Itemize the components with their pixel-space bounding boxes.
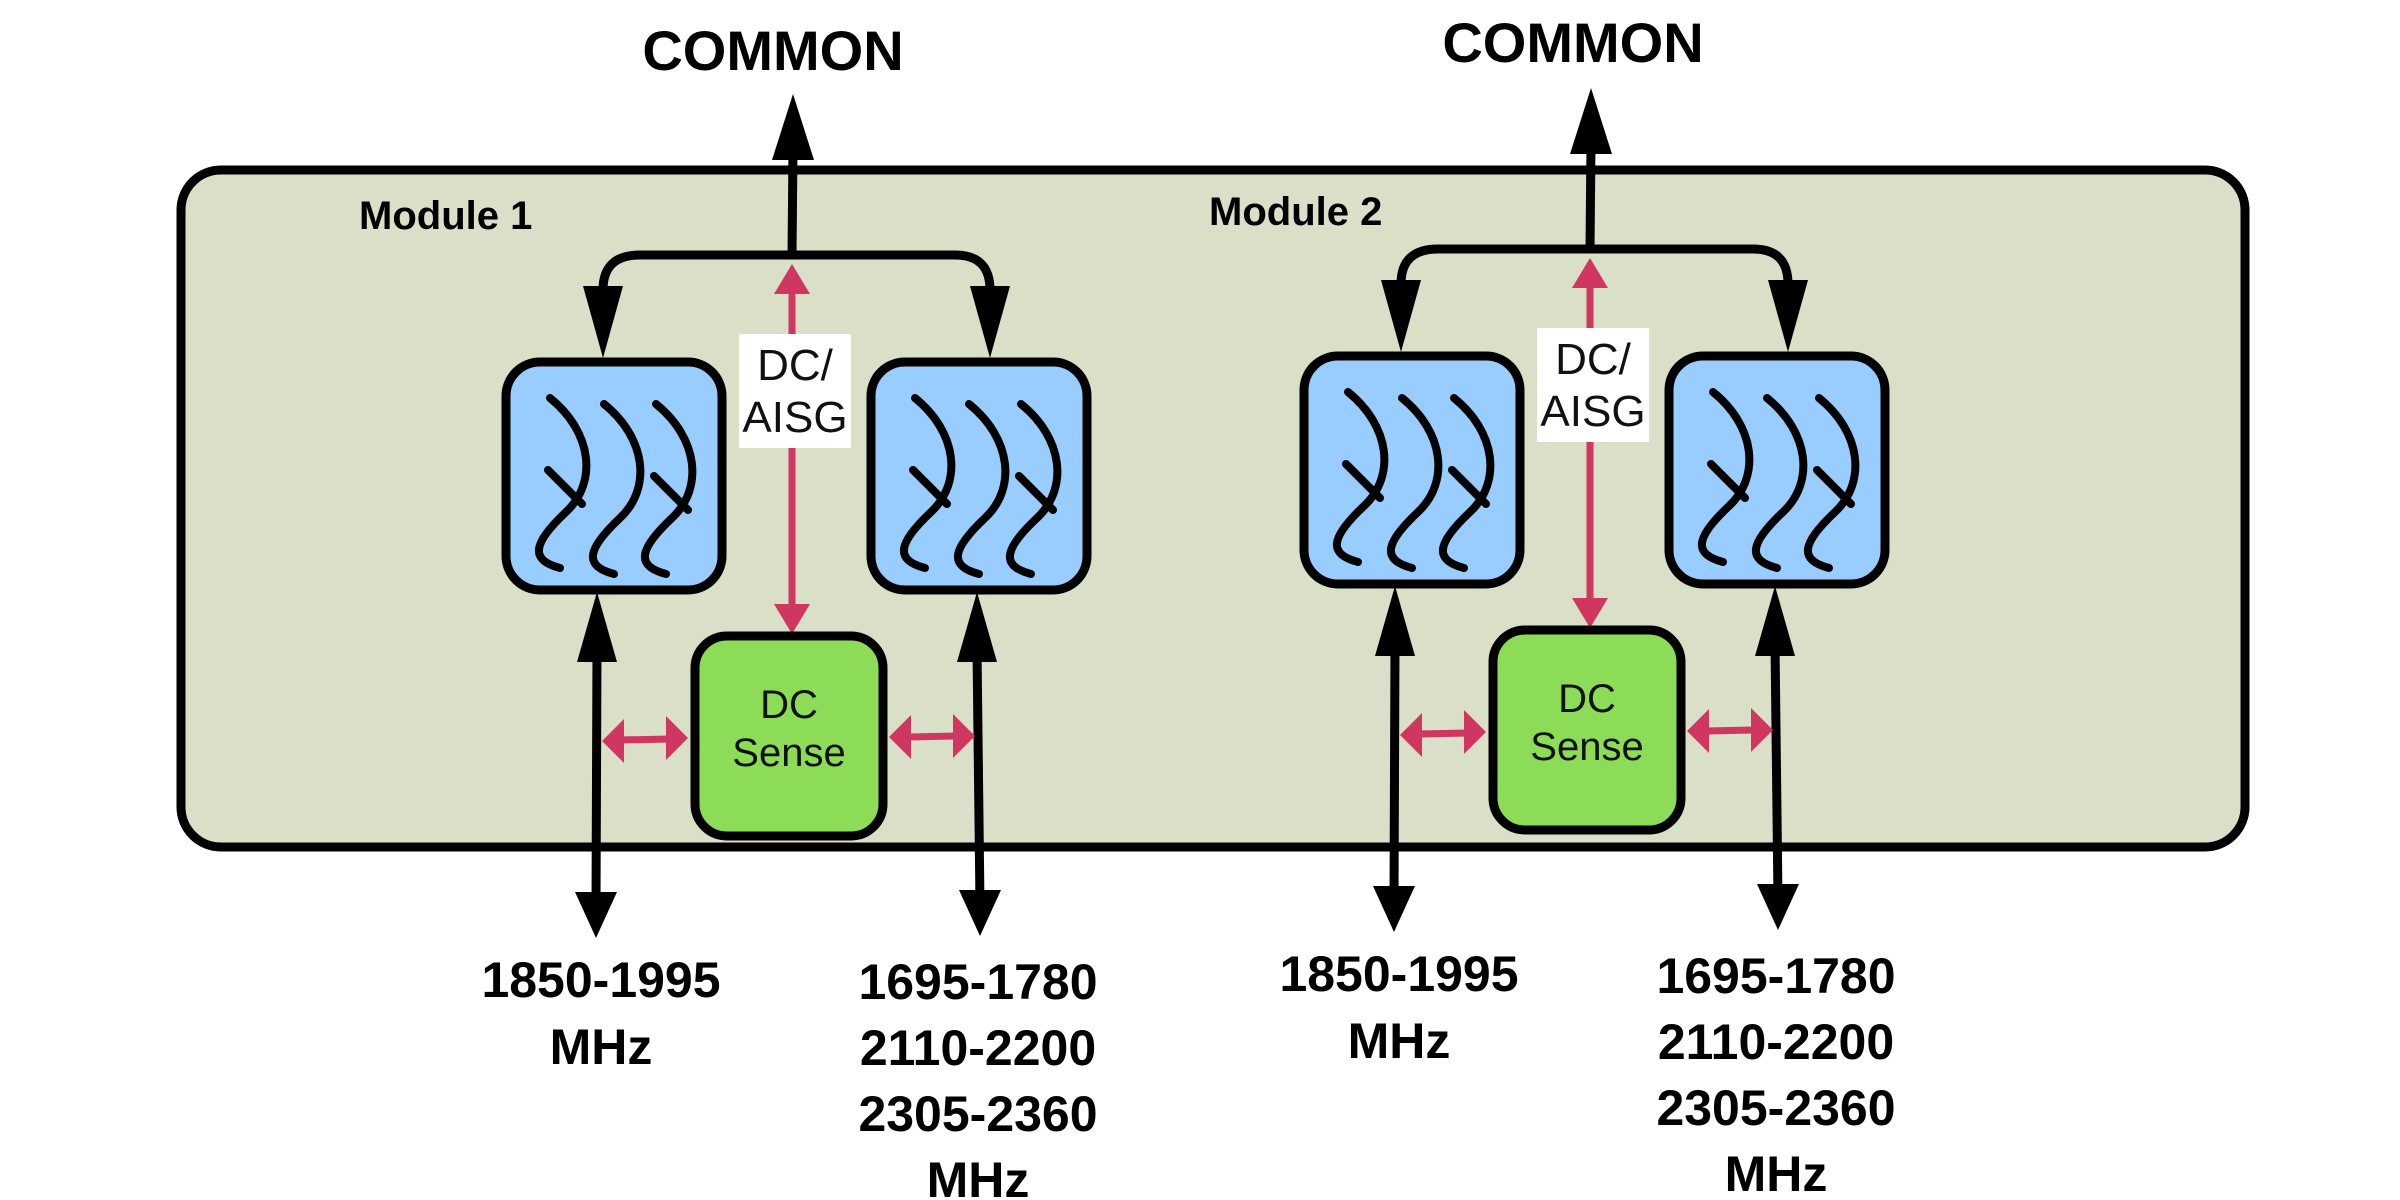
left-port-frequency-label: 1850-1995 [1279,946,1518,1002]
pink-arrow-right-icon [1464,710,1486,754]
dc-sense-box [1488,625,1686,835]
right-port-frequency-label: 1695-1780 [858,954,1097,1010]
bandpass-filter-icon [1698,388,1860,572]
arrow-down-icon [970,286,1010,358]
bandpass-filter-icon [900,394,1062,578]
dc-sense-left-link [619,735,671,744]
dc-arrow-up-icon [1572,258,1608,288]
right-port-frequency-label: 1695-1780 [1656,948,1895,1004]
dc-sense-label: Sense [732,731,845,775]
arrow-down-icon [1381,280,1421,352]
module-1-label: Module 1 [359,194,532,238]
dc-aisg-label: AISG [1540,387,1645,436]
pink-arrow-right-icon [953,714,975,758]
arrow-down-icon [1757,884,1799,930]
filter-right [866,357,1092,595]
filter-left [501,357,727,595]
dc-arrow-down-icon [774,604,810,634]
pink-arrow-left-icon [1687,709,1709,753]
dc-arrow-down-icon [1572,598,1608,628]
dc-sense-label: DC [760,683,818,727]
filter-right [1664,351,1890,589]
common-port-line [787,149,798,256]
right-port-frequency-label: 2110-2200 [860,1020,1096,1076]
arrow-up-icon [1755,586,1795,656]
right-port-frequency-label: 2110-2200 [1658,1014,1894,1070]
dc-aisg-label: AISG [742,393,847,442]
dc-aisg-label-bg [1537,328,1649,442]
arrow-down-icon [1768,280,1808,352]
module-enclosure [176,165,2250,852]
module-2-label: Module 2 [1209,190,1382,234]
dc-aisg-label-bg [739,334,851,448]
right-port-line [972,649,985,906]
dc-sense-right-link [1705,726,1754,735]
arrow-down-icon [575,892,617,938]
right-port-frequency-label: 2305-2360 [858,1086,1097,1142]
dc-aisg-label: DC/ [1555,335,1632,384]
right-port-frequency-label: MHz [927,1152,1030,1200]
pink-arrow-left-icon [602,719,624,763]
pink-arrow-left-icon [889,715,911,759]
common-label-1: COMMON [642,19,903,82]
common-label-2: COMMON [1442,11,1703,74]
left-port-frequency-label: MHz [550,1019,653,1075]
dc-sense-label: Sense [1530,725,1643,769]
pink-arrow-right-icon [1751,708,1773,752]
right-port-frequency-label: 2305-2360 [1656,1080,1895,1136]
arrow-up-icon [1375,586,1415,656]
arrow-down-icon [959,890,1001,936]
arrow-up-icon [577,592,617,662]
pink-arrow-right-icon [666,716,688,760]
filter-left [1299,351,1525,589]
bandpass-filter-icon [1333,388,1495,572]
pink-arrow-left-icon [1400,713,1422,757]
common-bus [598,250,995,330]
dc-sense-box [690,631,888,841]
right-port-line [1770,643,1783,900]
common-arrow-icon [772,94,814,160]
common-port-line [1585,143,1596,250]
right-port-frequency-label: MHz [1725,1146,1828,1200]
left-port-line [1389,643,1400,900]
left-port-frequency-label: 1850-1995 [481,952,720,1008]
left-port-line [591,649,602,906]
bandpass-filter-icon [535,394,697,578]
dc-sense-right-link [907,732,956,741]
common-bus [1396,244,1793,324]
dc-arrow-up-icon [774,264,810,294]
arrow-down-icon [583,286,623,358]
dc-sense-label: DC [1558,677,1616,721]
arrow-down-icon [1373,886,1415,932]
dc-aisg-label: DC/ [757,341,834,390]
left-port-frequency-label: MHz [1348,1013,1451,1069]
arrow-up-icon [957,592,997,662]
common-arrow-icon [1570,88,1612,154]
dc-sense-left-link [1417,729,1469,738]
